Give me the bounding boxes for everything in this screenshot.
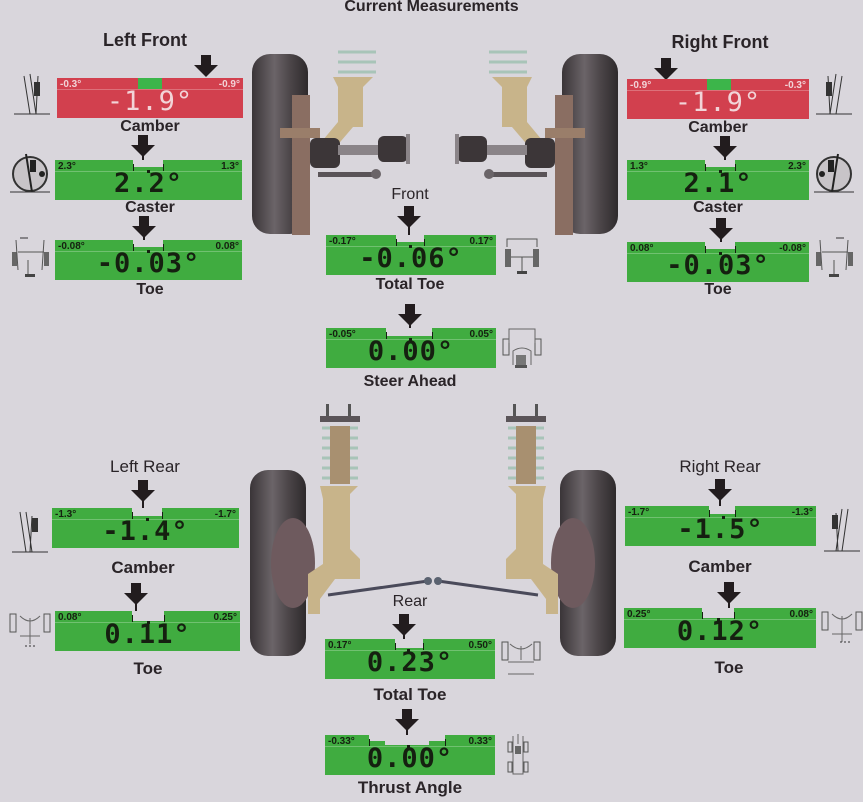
rf-camber-label: Camber bbox=[688, 119, 748, 136]
rf-caster-gauge: 1.3° 2.3° 2.1° bbox=[627, 160, 809, 200]
front-total-toe-min: -0.17° bbox=[329, 236, 356, 247]
caster-icon bbox=[8, 152, 52, 201]
lf-toe-max: 0.08° bbox=[215, 241, 239, 252]
front-suspension-illustration bbox=[250, 50, 618, 240]
lf-toe-gauge: -0.08° 0.08° -0.03° bbox=[55, 240, 242, 280]
lr-camber-label: Camber bbox=[111, 558, 175, 577]
lr-camber-gauge: -1.3° -1.7° -1.4° bbox=[52, 508, 239, 548]
lr-camber-min: -1.3° bbox=[55, 509, 77, 520]
toe-icon bbox=[812, 234, 856, 287]
thrust-angle-max: 0.33° bbox=[468, 736, 492, 747]
lr-toe-max: 0.25° bbox=[213, 612, 237, 623]
rf-caster-label: Caster bbox=[693, 199, 743, 216]
lr-toe-label: Toe bbox=[133, 659, 163, 678]
rr-camber-value: -1.5° bbox=[677, 514, 764, 545]
lf-camber-max: -0.9° bbox=[218, 79, 240, 90]
camber-icon bbox=[814, 70, 854, 125]
thrust-angle-value: 0.00° bbox=[366, 743, 454, 774]
rf-toe-gauge: 0.08° -0.08° -0.03° bbox=[627, 242, 809, 282]
lf-toe-label: Toe bbox=[136, 281, 164, 298]
camber-icon bbox=[10, 508, 50, 563]
lf-caster-max: 1.3° bbox=[221, 161, 239, 172]
rf-camber-gauge: -0.9° -0.3° -1.9° bbox=[627, 79, 809, 119]
rear-total-toe-value: 0.23° bbox=[366, 647, 454, 678]
rr-camber-gauge: -1.7° -1.3° -1.5° bbox=[625, 506, 816, 546]
lr-camber-value: -1.4° bbox=[102, 516, 189, 547]
rr-camber-min: -1.7° bbox=[628, 507, 650, 518]
rear-strut-assembly-icon bbox=[271, 404, 595, 614]
rf-caster-min: 1.3° bbox=[630, 161, 648, 172]
front-total-toe-gauge: -0.17° 0.17° -0.06° bbox=[326, 235, 496, 275]
thrust-angle-gauge: -0.33° 0.33° 0.00° bbox=[325, 735, 495, 775]
front-section-label: Front bbox=[391, 186, 429, 203]
rear-section-label: Rear bbox=[392, 593, 428, 610]
total-toe-icon bbox=[500, 638, 542, 689]
lf-caster-label: Caster bbox=[125, 199, 175, 216]
thrust-angle-label: Thrust Angle bbox=[357, 778, 463, 797]
front-total-toe-label: Total Toe bbox=[375, 276, 445, 293]
steer-ahead-min: -0.05° bbox=[329, 329, 356, 340]
page-title: Current Measurements bbox=[344, 0, 519, 15]
front-total-toe-value: -0.06° bbox=[359, 243, 463, 274]
rr-toe-value: 0.12° bbox=[676, 616, 764, 647]
total-toe-icon bbox=[501, 235, 543, 286]
caster-icon bbox=[812, 152, 856, 201]
lr-camber-max: -1.7° bbox=[214, 509, 236, 520]
steer-ahead-value: 0.00° bbox=[367, 336, 455, 367]
rear-total-toe-label: Total Toe bbox=[373, 685, 447, 704]
lf-caster-gauge: 2.3° 1.3° 2.2° bbox=[55, 160, 242, 200]
rear-total-toe-min: 0.17° bbox=[328, 640, 352, 651]
rf-caster-max: 2.3° bbox=[788, 161, 806, 172]
lf-toe-value: -0.03° bbox=[96, 248, 201, 279]
toe-icon bbox=[8, 610, 52, 661]
front-strut-assembly-icon bbox=[280, 50, 585, 235]
left-rear-heading: Left Rear bbox=[110, 457, 180, 476]
rr-camber-max: -1.3° bbox=[791, 507, 813, 518]
right-rear-heading: Right Rear bbox=[679, 457, 761, 476]
toe-icon bbox=[820, 608, 863, 659]
rear-total-toe-max: 0.50° bbox=[468, 640, 492, 651]
rr-toe-label: Toe bbox=[714, 658, 744, 677]
thrust-angle-min: -0.33° bbox=[328, 736, 355, 747]
rf-camber-value: -1.9° bbox=[674, 87, 762, 118]
rr-camber-label: Camber bbox=[688, 557, 752, 576]
rr-toe-max: 0.08° bbox=[789, 609, 813, 620]
toe-icon bbox=[8, 234, 52, 287]
lf-camber-gauge: -0.3° -0.9° -1.9° bbox=[57, 78, 243, 118]
rf-caster-value: 2.1° bbox=[683, 168, 753, 199]
rr-toe-min: 0.25° bbox=[627, 609, 651, 620]
rf-toe-min: 0.08° bbox=[630, 243, 654, 254]
right-front-heading: Right Front bbox=[671, 32, 769, 52]
rf-toe-max: -0.08° bbox=[779, 243, 806, 254]
thrust-angle-icon bbox=[506, 732, 530, 783]
camber-icon bbox=[12, 70, 52, 125]
lr-toe-min: 0.08° bbox=[58, 612, 82, 623]
lf-caster-value: 2.2° bbox=[113, 168, 184, 199]
rear-total-toe-gauge: 0.17° 0.50° 0.23° bbox=[325, 639, 495, 679]
camber-icon bbox=[822, 505, 862, 560]
lf-camber-label: Camber bbox=[120, 118, 180, 135]
lf-caster-min: 2.3° bbox=[58, 161, 76, 172]
steer-ahead-max: 0.05° bbox=[469, 329, 493, 340]
lf-toe-min: -0.08° bbox=[58, 241, 85, 252]
rf-camber-max: -0.3° bbox=[784, 80, 806, 91]
rear-suspension-illustration bbox=[248, 398, 618, 660]
lf-camber-value: -1.9° bbox=[106, 86, 194, 117]
steer-ahead-icon bbox=[501, 325, 543, 380]
rf-camber-min: -0.9° bbox=[630, 80, 652, 91]
rr-toe-gauge: 0.25° 0.08° 0.12° bbox=[624, 608, 816, 648]
front-total-toe-max: 0.17° bbox=[469, 236, 493, 247]
lr-toe-value: 0.11° bbox=[104, 619, 191, 650]
left-front-heading: Left Front bbox=[103, 30, 187, 50]
steer-ahead-gauge: -0.05° 0.05° 0.00° bbox=[326, 328, 496, 368]
rf-toe-label: Toe bbox=[704, 281, 732, 298]
rf-toe-value: -0.03° bbox=[666, 250, 770, 281]
lr-toe-gauge: 0.08° 0.25° 0.11° bbox=[55, 611, 240, 651]
steer-ahead-label: Steer Ahead bbox=[363, 373, 457, 390]
lf-camber-min: -0.3° bbox=[60, 79, 82, 90]
